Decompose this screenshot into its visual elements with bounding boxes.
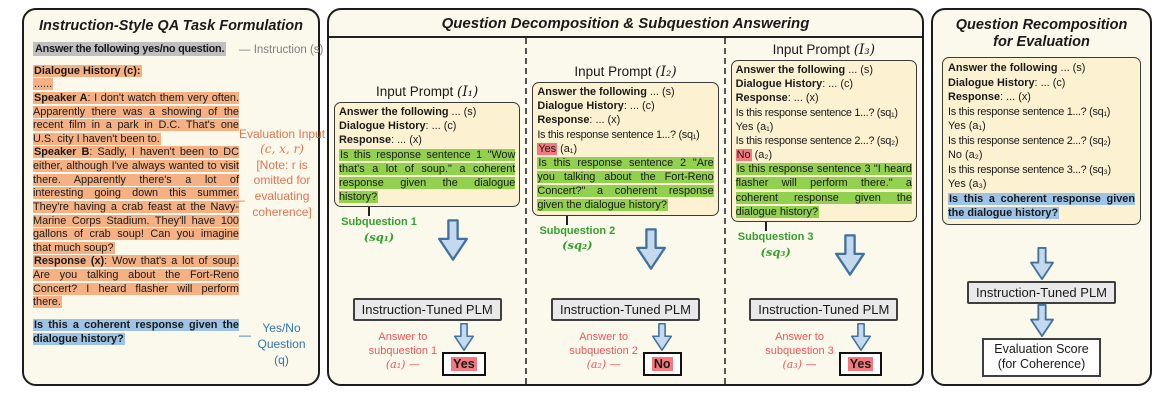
plm-box: Instruction-Tuned PLM [550,298,700,321]
qa-line: No (a₂) [948,149,983,162]
input-prompt-label-3: Input Prompt (I₃) [772,42,875,58]
qa-line: Is this response sentence 1...? (sq₁) [948,105,1111,118]
prompt-line: Dialogue History: ... (c) [735,78,854,91]
response-utterance: Response (x): Wow that's a lot of soup. … [33,255,239,309]
prompt-line: Dialogue History: ... (c) [537,100,655,113]
prior-question-line: Is this response sentence 1...? (sq₁) [537,128,700,141]
yesno-question-annotation: — Yes/No Question (q) [239,320,306,368]
input-prompt-label-2: Input Prompt (I₂) [574,64,677,80]
down-arrow-icon [438,219,468,261]
subquestion-3-label: Subquestion 3 (sq₃) [737,230,814,259]
connector-line [566,215,569,225]
dialogue-ellipsis: ...... [33,78,54,91]
answer-3-label: Answer to subquestion 3 (a₃) — [765,330,834,372]
connector-line [764,221,767,231]
left-panel-title: Instruction-Style QA Task Formulation [39,18,303,34]
prompt-line: Response: ... (x) [735,92,819,105]
dialogue-history-block: Dialogue History (c): ...... Speaker A: … [33,64,239,310]
plm-box: Instruction-Tuned PLM [749,298,899,321]
instruction-text: Answer the following yes/no question. [33,42,227,56]
down-arrow-icon [1029,246,1054,280]
subquestion-1-label: Subquestion 1 (sq₁) [341,216,417,244]
evaluation-score-box: Evaluation Score (for Coherence) [982,337,1101,377]
prior-answer-line: Yes (a₁) [735,120,774,133]
prompt-line: Answer the following ... (s) [735,64,873,76]
prior-answer-line: No (a₂) [735,149,773,162]
input-prompt-box-1: Answer the following ... (s) Dialogue Hi… [334,102,521,208]
evaluation-input-annotation: Evaluation Input (c, x, r) [Note: r is o… [239,126,326,219]
prompt-line: Response: ... (x) [948,91,1031,104]
decomposition-column-3: Input Prompt (I₃) Answer the following .… [723,38,922,384]
plm-box: Instruction-Tuned PLM [352,298,502,321]
instruction-row: Answer the following yes/no question. — … [33,42,323,57]
instruction-annotation-label: Instruction (s) [253,44,324,56]
down-arrow-icon [850,323,871,351]
dialogue-history-label: Dialogue History (c): [33,64,142,77]
prompt-line: Answer the following ... (s) [948,62,1086,75]
instruction-annotation: — Instruction (s) [239,44,323,56]
connector-dash: — [239,327,251,342]
prompt-line: Response: ... (x) [339,134,422,147]
down-arrow-icon [636,227,667,270]
prior-answer-line: Yes (a₁) [537,142,578,155]
connector-line [368,207,370,217]
answer-1-label: Answer to subquestion 1 (a₁) — [368,330,438,372]
input-prompt-label-1: Input Prompt (I₁) [375,84,479,100]
speaker-a-utterance: Speaker A: I don't watch them very often… [33,91,239,145]
decomposition-column-2: Input Prompt (I₂) Answer the following .… [525,38,723,384]
qa-line: Is this response sentence 2...? (sq₂) [948,134,1111,147]
connector-dash: — [233,192,245,207]
answer-2-label: Answer to subquestion 2 (a₂) — [569,330,638,372]
prior-question-line: Is this response sentence 2...? (sq₂) [735,134,899,147]
subquestion-1-text: Is this response sentence 1 "Wow that's … [339,148,516,204]
yesno-question-text: Is this a coherent response given the di… [33,318,239,345]
input-prompt-box-2: Answer the following ... (s) Dialogue Hi… [532,82,719,216]
prompt-line: Answer the following ... (s) [537,86,675,98]
dialogue-row: Dialogue History (c): ...... Speaker A: … [33,64,325,310]
panel-task-formulation: Instruction-Style QA Task Formulation An… [22,8,325,386]
right-panel-title: Question Recomposition for Evaluation [955,17,1128,50]
recomposed-prompt-box: Answer the following ... (s) Dialogue Hi… [942,57,1141,225]
prompt-line: Dialogue History: ... (c) [339,120,457,133]
prompt-line: Answer the following ... (s) [339,106,477,118]
middle-panel-title: Question Decomposition & Subquestion Ans… [329,10,922,38]
panel-recomposition: Question Recomposition for Evaluation An… [931,8,1152,386]
speaker-b-utterance: Speaker B: Sadly, I haven't been to DC e… [33,146,239,254]
subquestion-2-text: Is this response sentence 2 "Are you tal… [537,156,714,212]
down-arrow-icon [652,323,673,351]
decomposition-column-1: Input Prompt (I₁) Answer the following .… [329,38,525,384]
prior-question-line: Is this response sentence 1...? (sq₁) [735,106,898,119]
answer-1-box: Yes [442,352,486,376]
panel-decomposition: Question Decomposition & Subquestion Ans… [327,8,924,386]
answer-2-box: No [642,352,682,376]
down-arrow-icon [834,234,865,276]
decomposition-columns: Input Prompt (I₁) Answer the following .… [329,38,922,384]
subquestion-2-label: Subquestion 2 (sq₂) [539,224,616,253]
connector-dash: — [239,44,251,56]
prompt-line: Response: ... (x) [537,114,621,127]
answer-3-box: Yes [838,352,883,376]
plm-box: Instruction-Tuned PLM [966,280,1117,304]
qa-line: Yes (a₃) [948,178,987,191]
qa-line: Is this response sentence 3...? (sq₃) [948,163,1111,176]
qa-line: Yes (a₁) [948,120,986,133]
input-prompt-box-3: Answer the following ... (s) Dialogue Hi… [730,60,917,222]
subquestion-3-text: Is this response sentence 3 "I heard fla… [735,163,912,218]
down-arrow-icon [1029,303,1054,337]
question-row: Is this a coherent response given the di… [33,318,309,369]
final-question-text: Is this a coherent response given the di… [948,192,1135,220]
prompt-line: Dialogue History: ... (c) [948,76,1066,89]
down-arrow-icon [453,323,475,351]
